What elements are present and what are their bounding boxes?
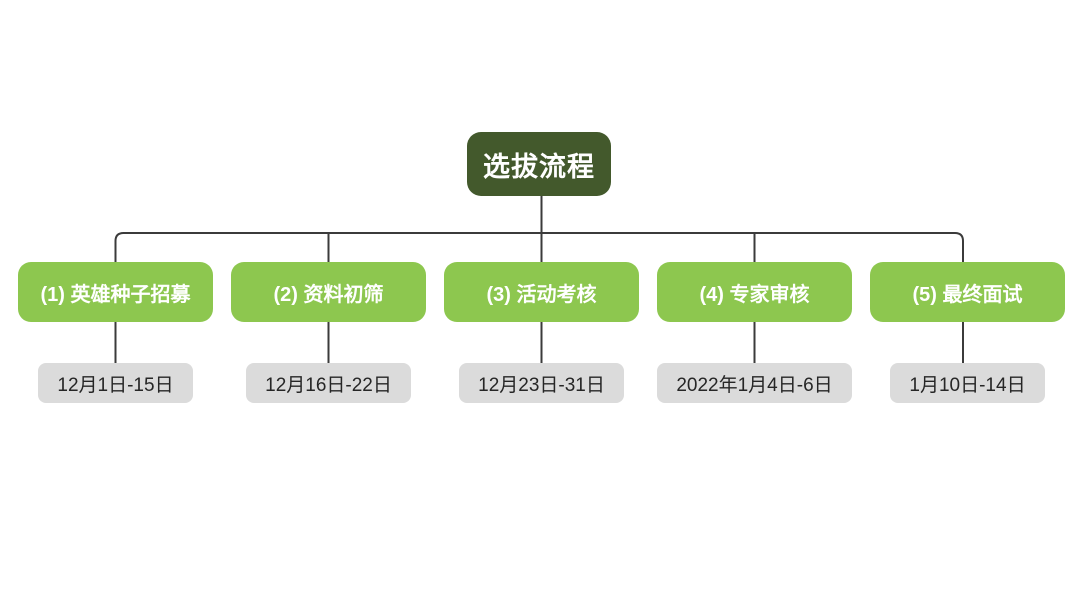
date-label-2: 12月16日-22日 <box>265 374 392 396</box>
flow-column-2: (2) 资料初筛 12月16日-22日 <box>231 262 426 403</box>
flow-column-4: (4) 专家审核 2022年1月4日-6日 <box>657 262 852 403</box>
step-box-3: (3) 活动考核 <box>444 262 639 322</box>
date-label-1: 12月1日-15日 <box>57 374 174 396</box>
step-label-3: (3) 活动考核 <box>486 283 597 306</box>
step-box-1: (1) 英雄种子招募 <box>18 262 213 322</box>
step-box-5: (5) 最终面试 <box>870 262 1065 322</box>
root-node-label: 选拔流程 <box>483 151 595 182</box>
step-label-2: (2) 资料初筛 <box>273 283 384 306</box>
connector-rail <box>114 232 964 262</box>
step-label-1: (1) 英雄种子招募 <box>40 283 191 306</box>
step-label-5: (5) 最终面试 <box>912 283 1023 306</box>
date-pill-1: 12月1日-15日 <box>38 363 193 403</box>
flow-column-3: (3) 活动考核 12月23日-31日 <box>444 262 639 403</box>
step-box-4: (4) 专家审核 <box>657 262 852 322</box>
date-pill-2: 12月16日-22日 <box>246 363 411 403</box>
root-node: 选拔流程 <box>467 132 611 196</box>
date-label-4: 2022年1月4日-6日 <box>676 374 833 396</box>
date-label-3: 12月23日-31日 <box>478 374 605 396</box>
flow-column-1: (1) 英雄种子招募 12月1日-15日 <box>18 262 213 403</box>
date-pill-4: 2022年1月4日-6日 <box>657 363 852 403</box>
flow-column-5: (5) 最终面试 1月10日-14日 <box>870 262 1065 403</box>
date-label-5: 1月10日-14日 <box>909 374 1026 396</box>
date-pill-3: 12月23日-31日 <box>459 363 624 403</box>
step-label-4: (4) 专家审核 <box>699 283 810 306</box>
date-pill-5: 1月10日-14日 <box>890 363 1045 403</box>
step-box-2: (2) 资料初筛 <box>231 262 426 322</box>
